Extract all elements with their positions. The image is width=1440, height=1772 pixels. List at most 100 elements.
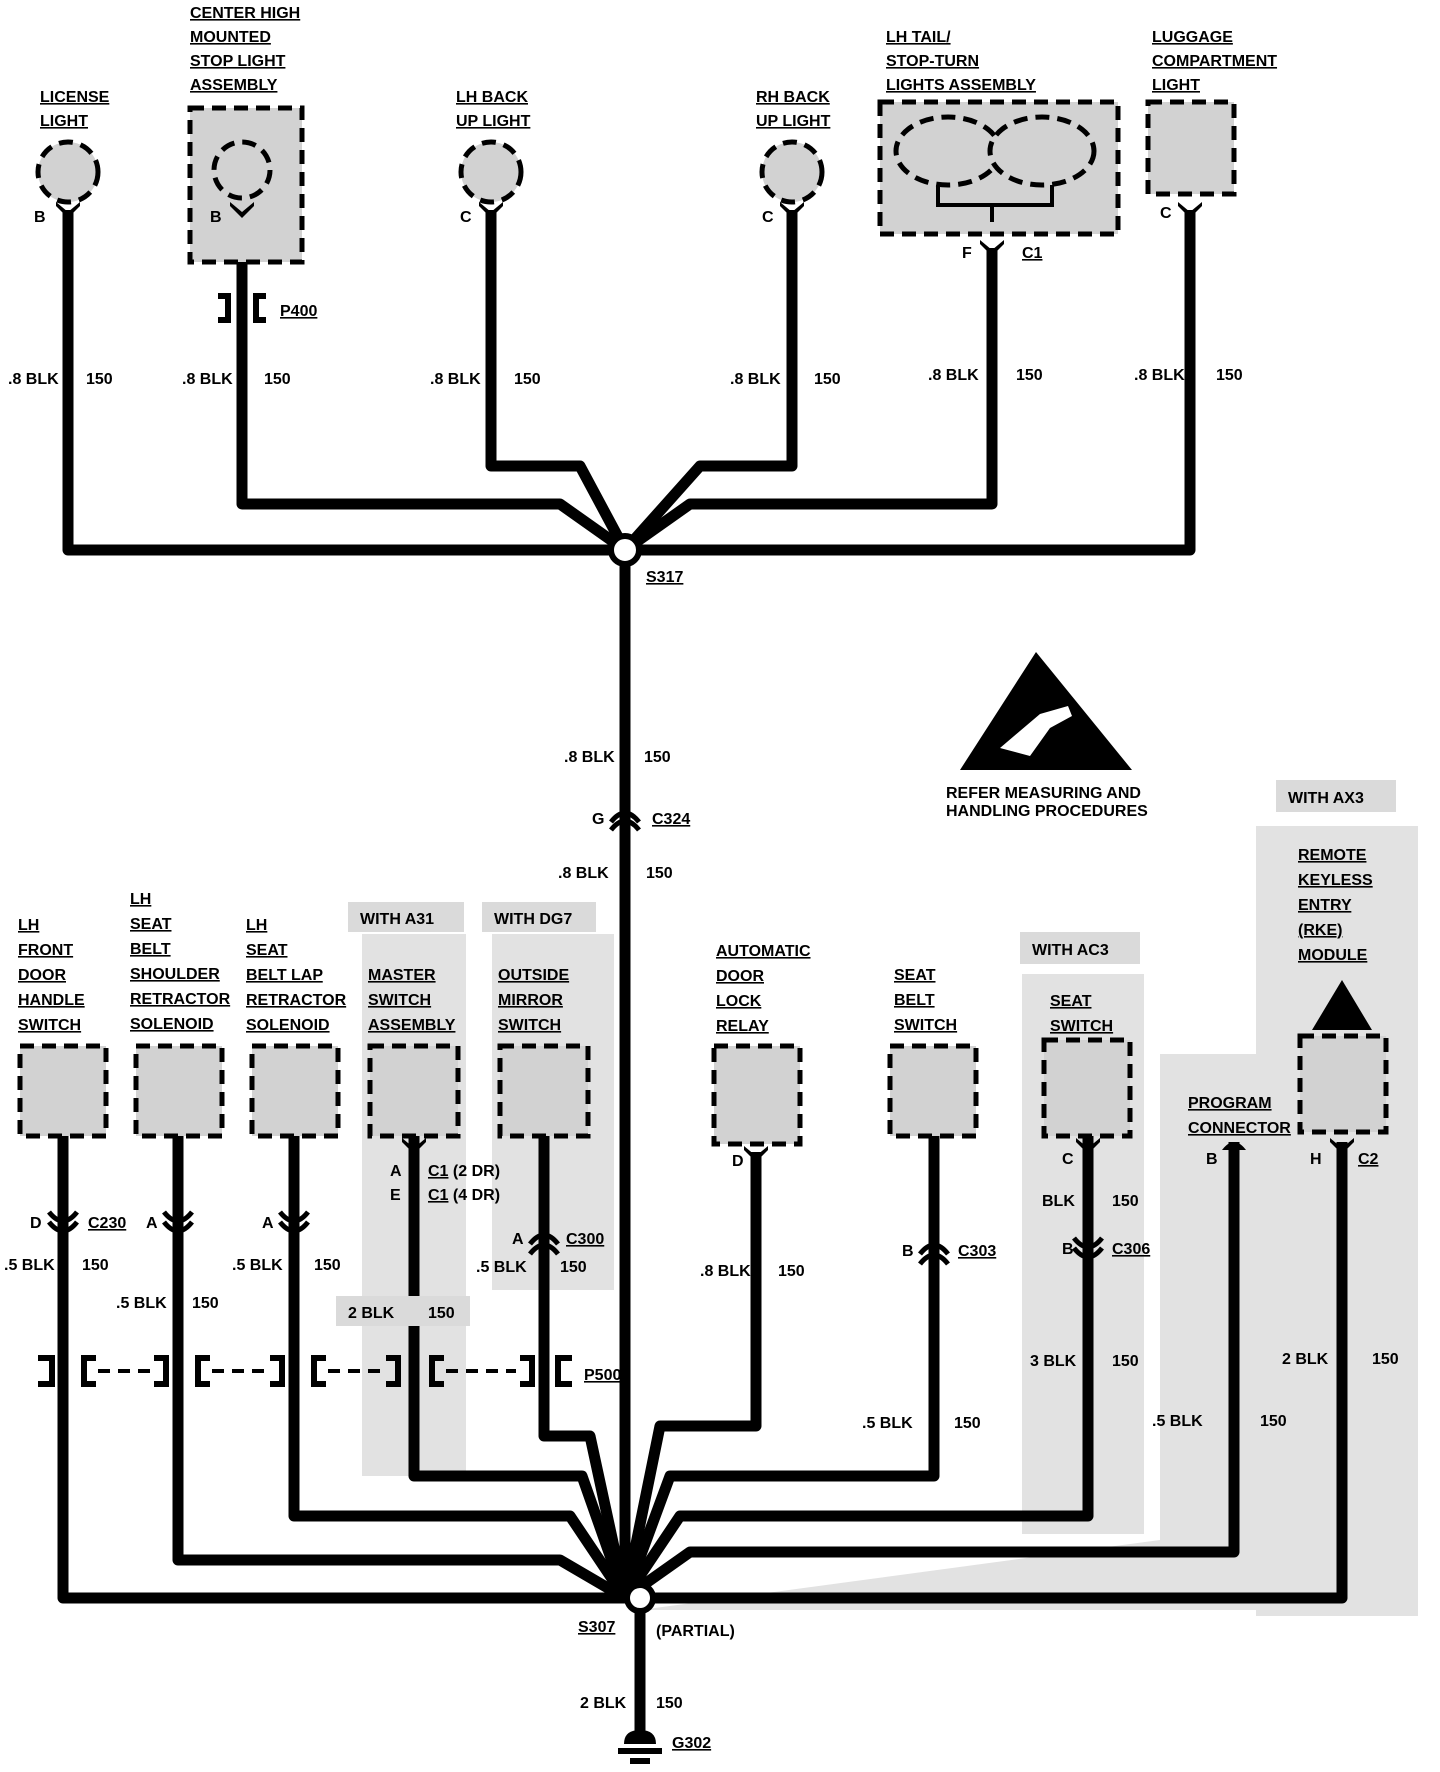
- p500-end-right: [555, 1355, 572, 1387]
- s307-splice: [624, 1582, 656, 1614]
- p500-pair-1: [81, 1355, 169, 1387]
- p500-pair-3: [311, 1355, 401, 1387]
- p500-connector-row: [38, 1355, 572, 1387]
- wire-label-seat-switch-upper: BLK: [1042, 1193, 1075, 1210]
- pin-rh-backup-c: C: [762, 209, 774, 226]
- terminal-master-switch: [402, 1138, 426, 1154]
- s317-label: S317: [646, 569, 683, 586]
- pin-lh-front-door-d: D: [30, 1215, 42, 1232]
- c303-symbol: [918, 1242, 950, 1266]
- c306-symbol: [1072, 1236, 1104, 1260]
- c300-label: C300: [566, 1231, 604, 1248]
- g302-ground-icon: [618, 1730, 662, 1764]
- option-a31: WITH A31: [360, 911, 434, 928]
- wire-rh-backup: [620, 210, 798, 554]
- option-ac3: WITH AC3: [1032, 942, 1109, 959]
- pin-luggage-c: C: [1160, 205, 1172, 222]
- terminal-chmsl: [230, 202, 254, 218]
- s307-label: S307: [578, 1619, 615, 1636]
- c1-2dr: C1 (2 DR): [428, 1163, 500, 1180]
- wire-rke: [625, 1142, 1348, 1604]
- circuit-rh-backup: 150: [814, 371, 841, 388]
- c230-symbol: [47, 1210, 79, 1234]
- luggage-light-housing: [1145, 99, 1237, 197]
- wire-seat-switch: [620, 1136, 1094, 1602]
- wire-label-master: 2 BLK: [348, 1305, 395, 1322]
- lh-seat-shoulder-label: LH SEAT BELT SHOULDER RETRACTOR SOLENOID: [130, 891, 235, 1033]
- lh-seat-lap-housing: [249, 1043, 341, 1139]
- lh-backup-label: LH BACK UP LIGHT: [456, 89, 532, 130]
- pin-seat-switch-b: B: [1062, 1241, 1074, 1258]
- rke-housing: [1297, 1033, 1389, 1135]
- circuit-lh-front-door: 150: [82, 1257, 109, 1274]
- circuit-luggage: 150: [1216, 367, 1243, 384]
- wire-label-trunk-1: .8 BLK: [564, 749, 615, 766]
- seat-switch-housing: [1041, 1037, 1133, 1139]
- luggage-label: LUGGAGE COMPARTMENT LIGHT: [1152, 29, 1281, 94]
- wire-program-connector: [621, 1142, 1240, 1603]
- esd-hand-icon: [1000, 706, 1072, 756]
- lh-backup-lamp: [458, 139, 524, 205]
- terminal-seat-switch: [1076, 1138, 1100, 1154]
- c306-label: C306: [1112, 1241, 1150, 1258]
- circuit-master: 150: [428, 1305, 455, 1322]
- terminal-program-connector: [1222, 1142, 1246, 1150]
- wire-label-program: .5 BLK: [1152, 1413, 1203, 1430]
- pin-auto-door-lock-d: D: [732, 1153, 744, 1170]
- wire-label-lh-lap: .5 BLK: [232, 1257, 283, 1274]
- lh-tail-internal-wiring: [936, 185, 1054, 222]
- circuit-lh-tail: 150: [1016, 367, 1043, 384]
- lh-tail-lamp-right: [987, 114, 1097, 188]
- circuit-lh-lap: 150: [314, 1257, 341, 1274]
- wire-label-lh-shoulder: .5 BLK: [116, 1295, 167, 1312]
- master-switch-housing: [367, 1043, 461, 1139]
- program-connector-region: [640, 1054, 1310, 1610]
- p500-pair-4: [429, 1355, 535, 1387]
- pin-lh-shoulder-a: A: [146, 1215, 158, 1232]
- circuit-lh-backup: 150: [514, 371, 541, 388]
- circuit-seat-belt: 150: [954, 1415, 981, 1432]
- lh-seat-lap-label: LH SEAT BELT LAP RETRACTOR SOLENOID: [246, 917, 351, 1034]
- c303-label: C303: [958, 1243, 996, 1260]
- auto-door-lock-housing: [711, 1043, 803, 1147]
- wire-label-lh-backup: .8 BLK: [430, 371, 481, 388]
- esd-warning: REFER MEASURING AND HANDLING PROCEDURES: [946, 652, 1148, 820]
- inline-connectors: [47, 1210, 1104, 1266]
- lh-shoulder-connector-symbol: [162, 1210, 194, 1234]
- p400-label: P400: [280, 303, 317, 320]
- p500-label: P500: [584, 1367, 621, 1384]
- wire-lh-tail: [621, 248, 998, 555]
- c1-2dr-note: (2 DR): [453, 1163, 500, 1180]
- pin-c324-g: G: [592, 811, 604, 828]
- wire-auto-door-lock: [619, 1152, 762, 1600]
- seat-switch-label: SEAT SWITCH: [1050, 993, 1113, 1035]
- wire-label-rke: 2 BLK: [1282, 1351, 1329, 1368]
- master-switch-label: MASTER SWITCH ASSEMBLY: [368, 967, 456, 1034]
- circuit-ground: 150: [656, 1695, 683, 1712]
- circuit-auto-door: 150: [778, 1263, 805, 1280]
- wire-luggage: [625, 210, 1196, 556]
- wire-label-mirror: .5 BLK: [476, 1259, 527, 1276]
- s317-splice: [608, 533, 642, 567]
- pin-mirror-a: A: [512, 1231, 524, 1248]
- upper-harness-wires: [62, 210, 1196, 1598]
- seat-belt-switch-label: SEAT BELT SWITCH: [894, 967, 957, 1034]
- option-ax3: WITH AX3: [1288, 790, 1364, 807]
- chmsl-lamp: [211, 139, 273, 201]
- pin-rke-h: H: [1310, 1151, 1322, 1168]
- rke-c2-label: C2: [1358, 1151, 1379, 1168]
- wire-lh-front-door: [57, 1136, 625, 1604]
- wire-outside-mirror: [538, 1136, 631, 1600]
- c324-label: C324: [652, 811, 690, 828]
- wire-label-lh-front-door: .5 BLK: [4, 1257, 55, 1274]
- pin-chmsl-b: B: [210, 209, 222, 226]
- circuit-mirror: 150: [560, 1259, 587, 1276]
- circuit-program: 150: [1260, 1413, 1287, 1430]
- p500-end-left: [38, 1355, 55, 1387]
- pin-lh-backup-c: C: [460, 209, 472, 226]
- chmsl-label: CENTER HIGH MOUNTED STOP LIGHT ASSEMBLY: [190, 5, 305, 94]
- wire-lh-seat-shoulder: [172, 1136, 628, 1603]
- pin-program-b: B: [1206, 1151, 1218, 1168]
- terminal-lh-tail: [980, 240, 1004, 256]
